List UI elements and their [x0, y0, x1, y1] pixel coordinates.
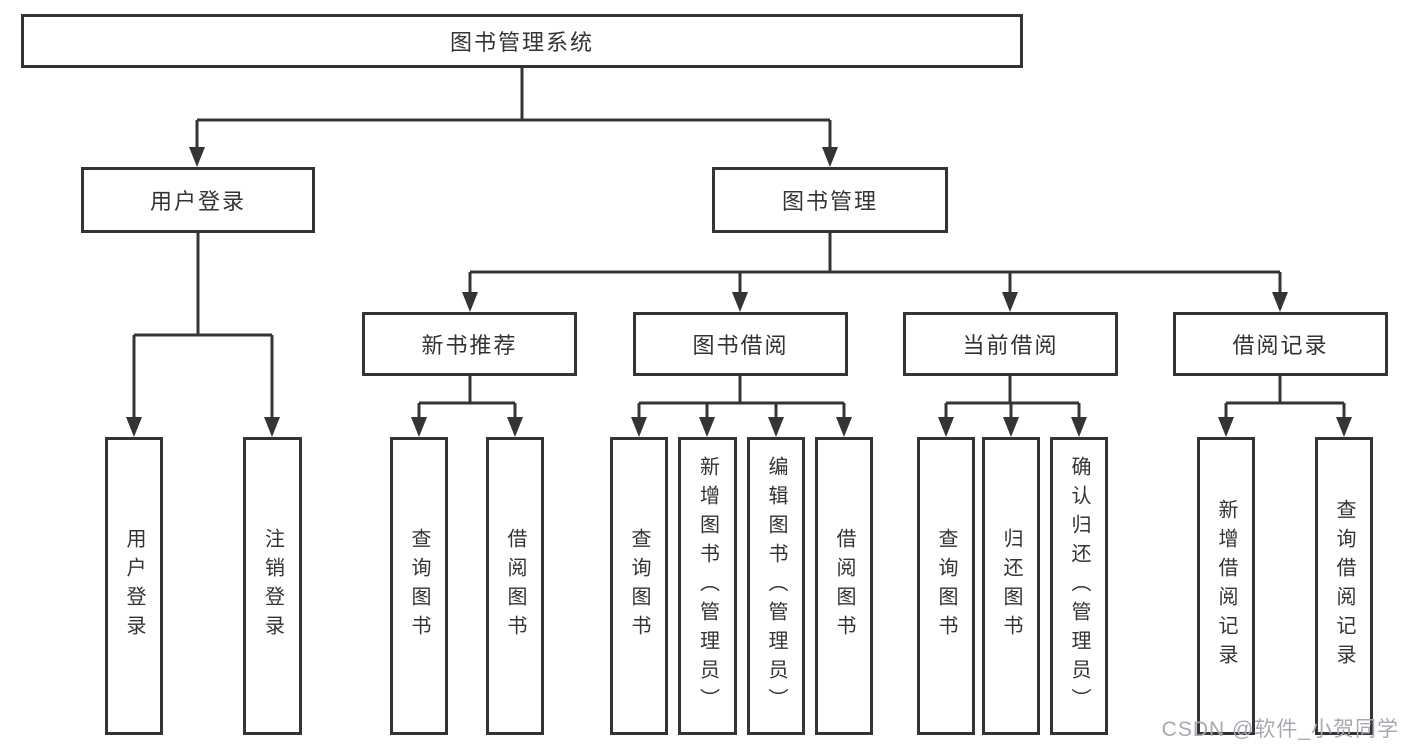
leaf-confirm-return-admin: 确认归还（管理员）	[1050, 437, 1108, 735]
node-book-borrowing: 图书借阅	[633, 312, 848, 376]
node-book-management: 图书管理	[712, 167, 948, 233]
node-library-management-system: 图书管理系统	[21, 14, 1023, 68]
leaf-borrow-books: 借阅图书	[815, 437, 873, 735]
connector-book-borrowing	[631, 376, 852, 437]
node-current-borrowing: 当前借阅	[903, 312, 1118, 376]
leaf-query-books-current: 查询图书	[917, 437, 975, 735]
leaf-user-login: 用户登录	[105, 437, 163, 735]
leaf-query-borrow-record: 查询借阅记录	[1315, 437, 1373, 735]
leaf-query-books-recommend: 查询图书	[390, 437, 448, 735]
connector-root	[189, 68, 838, 167]
leaf-query-books-borrowing: 查询图书	[610, 437, 668, 735]
connector-new-book-recommend	[411, 376, 523, 437]
connector-book-management	[462, 233, 1288, 312]
connector-borrowing-records	[1218, 376, 1352, 437]
node-new-book-recommend: 新书推荐	[362, 312, 577, 376]
connector-user-login	[126, 233, 280, 437]
leaf-add-borrow-record: 新增借阅记录	[1197, 437, 1255, 735]
leaf-edit-book-admin: 编辑图书（管理员）	[747, 437, 805, 735]
connector-current-borrowing	[938, 376, 1087, 437]
node-borrowing-records: 借阅记录	[1173, 312, 1388, 376]
leaf-borrow-books-recommend: 借阅图书	[486, 437, 544, 735]
leaf-add-book-admin: 新增图书（管理员）	[678, 437, 737, 735]
node-user-login: 用户登录	[81, 167, 315, 233]
csdn-watermark: CSDN @软件_小贺同学	[1161, 718, 1399, 741]
leaf-return-book: 归还图书	[982, 437, 1040, 735]
leaf-logout: 注销登录	[243, 437, 302, 735]
